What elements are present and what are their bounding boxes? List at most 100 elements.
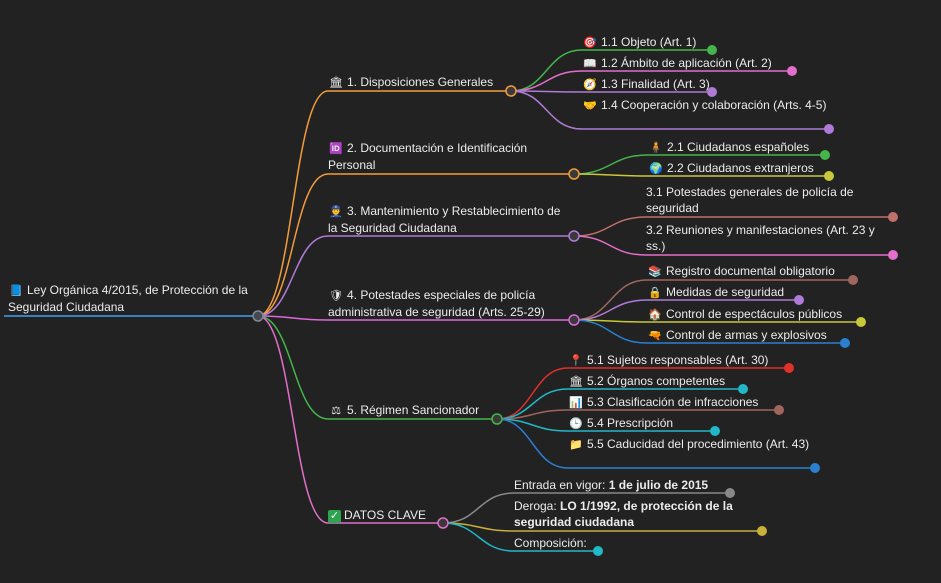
branch-junction-dot bbox=[505, 85, 517, 97]
leaf-ambito[interactable]: 📖1.2 Ámbito de aplicación (Art. 2) bbox=[582, 55, 802, 72]
leaf-end-dot bbox=[820, 150, 830, 160]
leaf-label: 1.3 Finalidad (Art. 3) bbox=[601, 77, 710, 91]
branch-documentacion[interactable]: 🆔2. Documentación e Identificación Perso… bbox=[328, 140, 568, 173]
scales-icon: ⚖ bbox=[331, 405, 341, 417]
clock-icon: 🕒 bbox=[569, 418, 583, 430]
branch-junction-dot bbox=[491, 413, 503, 425]
root-junction-dot bbox=[252, 310, 264, 322]
leaf-reuniones[interactable]: 3.2 Reuniones y manifestaciones (Art. 23… bbox=[646, 222, 891, 254]
leaf-label: 5.2 Órganos competentes bbox=[587, 374, 726, 388]
leaf-end-dot bbox=[725, 488, 735, 498]
leaf-end-dot bbox=[710, 426, 720, 436]
target-icon: 🎯 bbox=[583, 37, 597, 49]
branch-label: 1. Disposiciones Generales bbox=[347, 75, 494, 89]
leaf-espectaculos[interactable]: 🏠Control de espectáculos públicos bbox=[647, 306, 877, 323]
leaf-label: 1.4 Cooperación y colaboración (Arts. 4-… bbox=[601, 98, 827, 112]
branch-label: 2. Documentación e Identificación Person… bbox=[328, 141, 528, 172]
leaf-end-dot bbox=[707, 45, 717, 55]
root-to-branch-connector bbox=[257, 235, 329, 317]
leaf-end-dot bbox=[774, 405, 784, 415]
handshake-icon: 🤝 bbox=[583, 100, 597, 112]
branch-datos-clave[interactable]: ✓DATOS CLAVE bbox=[328, 507, 448, 523]
leaf-deroga[interactable]: Deroga: LO 1/1992, de protección de la s… bbox=[514, 498, 759, 530]
leaf-end-dot bbox=[848, 275, 858, 285]
leaf-value: LO 1/1992, de protección de la seguridad… bbox=[514, 499, 733, 529]
branch-regimen-sancionador[interactable]: ⚖ 5. Régimen Sancionador bbox=[328, 402, 503, 419]
leaf-entrada-vigor[interactable]: Entrada en vigor: 1 de julio de 2015 bbox=[514, 477, 754, 493]
branch-to-leaf-connector bbox=[573, 173, 649, 177]
leaf-end-dot bbox=[824, 171, 834, 181]
branch-to-leaf-connector bbox=[573, 299, 648, 321]
root-to-branch-connector bbox=[257, 173, 329, 317]
branch-to-leaf-connector bbox=[510, 49, 583, 92]
branch-label: 5. Régimen Sancionador bbox=[347, 403, 480, 417]
leaf-composicion[interactable]: Composición: bbox=[514, 535, 634, 551]
lock-icon: 🔒 bbox=[648, 287, 662, 299]
leaf-end-dot bbox=[593, 546, 603, 556]
globe-icon: 🌍 bbox=[649, 163, 663, 175]
branch-potestades-especiales[interactable]: 🛡4. Potestades especiales de policía adm… bbox=[328, 287, 568, 320]
branch-to-leaf-connector bbox=[510, 90, 583, 93]
leaf-sujetos-responsables[interactable]: 📍 5.1 Sujetos responsables (Art. 30) bbox=[568, 352, 798, 369]
root-node[interactable]: 📘Ley Orgánica 4/2015, de Protección de l… bbox=[8, 282, 248, 315]
leaf-prefix: Entrada en vigor: bbox=[514, 478, 609, 492]
leaf-armas-explosivos[interactable]: 🔫Control de armas y explosivos bbox=[647, 327, 867, 344]
leaf-label: Medidas de seguridad bbox=[666, 285, 785, 299]
branch-to-leaf-connector bbox=[496, 418, 569, 432]
leaf-end-dot bbox=[888, 212, 898, 222]
leaf-caducidad[interactable]: 📁5.5 Caducidad del procedimiento (Art. 4… bbox=[568, 436, 813, 453]
books-icon: 📚 bbox=[648, 266, 662, 278]
leaf-registro-documental[interactable]: 📚 Registro documental obligatorio bbox=[647, 263, 867, 280]
bar-chart-icon: 📊 bbox=[569, 397, 583, 409]
shield-icon: 🛡 bbox=[329, 290, 343, 302]
branch-label: 4. Potestades especiales de policía admi… bbox=[328, 288, 545, 319]
leaf-finalidad[interactable]: 🧭1.3 Finalidad (Art. 3) bbox=[582, 76, 732, 93]
leaf-end-dot bbox=[794, 295, 804, 305]
leaf-end-dot bbox=[738, 384, 748, 394]
leaf-label: Registro documental obligatorio bbox=[666, 264, 835, 278]
leaf-ciudadanos-extranjeros[interactable]: 🌍2.2 Ciudadanos extranjeros bbox=[648, 160, 838, 177]
leaf-prescripcion[interactable]: 🕒5.4 Prescripción bbox=[568, 415, 708, 432]
branch-to-leaf-connector bbox=[573, 319, 648, 344]
branch-junction-dot bbox=[437, 517, 449, 529]
leaf-cooperacion[interactable]: 🤝 1.4 Cooperación y colaboración (Arts. 4… bbox=[582, 97, 827, 114]
leaf-label: 5.3 Clasificación de infracciones bbox=[587, 395, 759, 409]
leaf-clasificacion-infracciones[interactable]: 📊 5.3 Clasificación de infracciones bbox=[568, 394, 788, 411]
leaf-potestades-generales[interactable]: 3.1 Potestades generales de policía de s… bbox=[646, 184, 886, 216]
root-to-branch-connector bbox=[257, 315, 329, 524]
branch-disposiciones-generales[interactable]: 🏛 1. Disposiciones Generales bbox=[328, 74, 518, 91]
leaf-label: Control de armas y explosivos bbox=[666, 328, 827, 342]
classical-building-icon: 🏛 bbox=[329, 77, 343, 89]
branch-to-leaf-connector bbox=[442, 492, 515, 524]
leaf-end-dot bbox=[757, 526, 767, 536]
branch-label: DATOS CLAVE bbox=[344, 508, 427, 522]
leaf-end-dot bbox=[888, 250, 898, 260]
leaf-end-dot bbox=[856, 317, 866, 327]
branch-to-leaf-connector bbox=[573, 154, 649, 175]
leaf-ciudadanos-espanoles[interactable]: 🧍2.1 Ciudadanos españoles bbox=[648, 139, 838, 156]
id-badge-icon: 🆔 bbox=[329, 143, 343, 155]
police-officer-icon: 👮 bbox=[329, 206, 343, 218]
branch-junction-dot bbox=[568, 168, 580, 180]
folder-icon: 📁 bbox=[569, 439, 583, 451]
root-label: Ley Orgánica 4/2015, de Protección de la… bbox=[8, 283, 248, 314]
branch-mantenimiento[interactable]: 👮3. Mantenimiento y Restablecimiento de … bbox=[328, 203, 573, 236]
leaf-end-dot bbox=[840, 338, 850, 348]
branch-to-leaf-connector bbox=[573, 235, 647, 256]
leaf-label: 3.2 Reuniones y manifestaciones (Art. 23… bbox=[646, 223, 875, 253]
check-box-icon: ✓ bbox=[328, 510, 341, 523]
blue-book-icon: 📘 bbox=[9, 285, 23, 297]
leaf-medidas-seguridad[interactable]: 🔒 Medidas de seguridad bbox=[647, 284, 817, 301]
branch-to-leaf-connector bbox=[573, 216, 647, 237]
leaf-label: Control de espectáculos públicos bbox=[666, 307, 843, 321]
leaf-prefix: Deroga: bbox=[514, 499, 561, 513]
leaf-label: 5.1 Sujetos responsables (Art. 30) bbox=[587, 353, 769, 367]
branch-to-leaf-connector bbox=[496, 367, 569, 420]
leaf-organos-competentes[interactable]: 🏛5.2 Órganos competentes bbox=[568, 373, 758, 390]
branch-junction-dot bbox=[568, 230, 580, 242]
branch-to-leaf-connector bbox=[510, 70, 583, 92]
leaf-objeto[interactable]: 🎯1.1 Objeto (Art. 1) bbox=[582, 34, 722, 51]
leaf-label: 3.1 Potestades generales de policía de s… bbox=[646, 185, 854, 215]
pin-icon: 📍 bbox=[569, 355, 583, 367]
